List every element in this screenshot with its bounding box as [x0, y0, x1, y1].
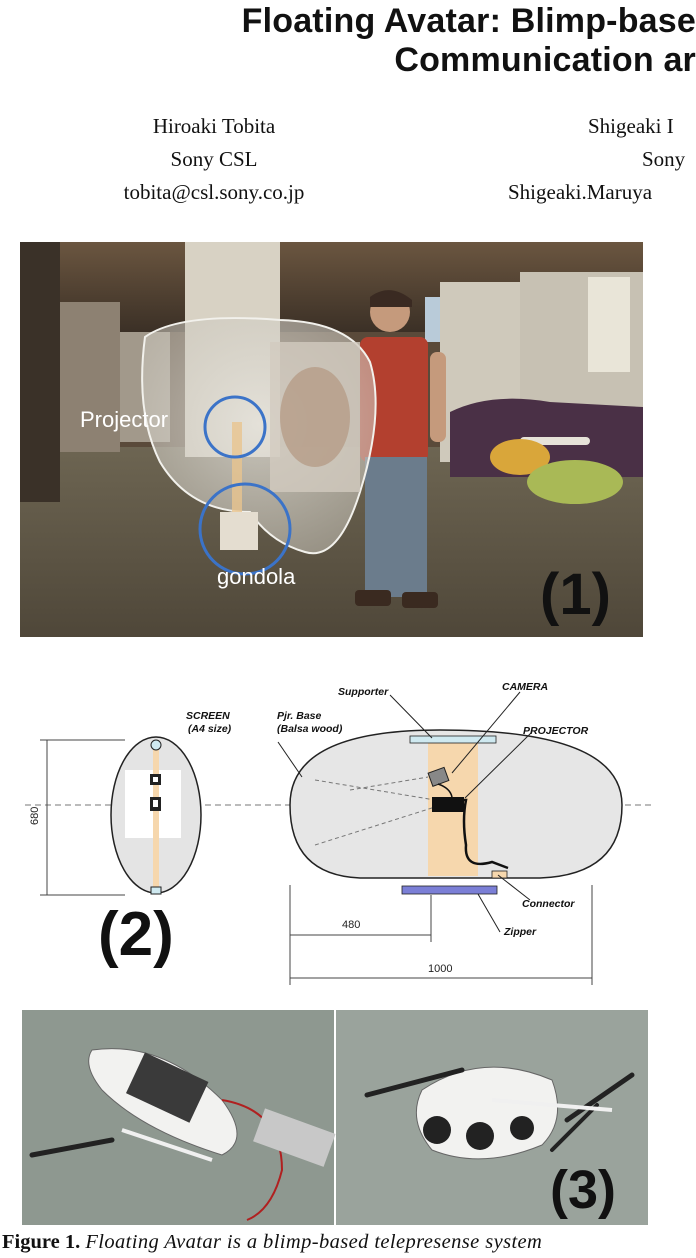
gondola-label: gondola [217, 564, 296, 589]
author-name: Shigeaki I [588, 114, 674, 138]
caption-label: Figure 1. [2, 1231, 81, 1253]
lobby-photo-illustration: Projector gondola (1) [20, 242, 643, 637]
screen-label: SCREEN [186, 710, 230, 722]
author-email: tobita@csl.sony.co.jp [123, 180, 305, 204]
balsa-wood-label: (Balsa wood) [277, 723, 343, 735]
figure-panel-3-photo: (3) [22, 1010, 648, 1225]
projector-label: PROJECTOR [523, 725, 589, 737]
author-affiliation: Sony [642, 147, 686, 171]
figure-panel-2-diagram: 680 (2) Supporter CAMERA SCREEN (A4 size… [20, 670, 660, 1000]
projector-label: Projector [80, 407, 168, 432]
pjr-base-label: Pjr. Base [277, 710, 322, 722]
paper-title-line-2: Communication ar [394, 41, 696, 79]
person [355, 290, 446, 608]
author-email: Shigeaki.Maruya [508, 180, 653, 204]
camera-label: CAMERA [502, 681, 548, 693]
half-width-dimension: 480 [342, 919, 360, 931]
screen-size-label: (A4 size) [188, 723, 232, 735]
height-dimension: 680 [29, 807, 41, 825]
blimp-schematic: 680 (2) Supporter CAMERA SCREEN (A4 size… [25, 681, 655, 985]
zipper-label: Zipper [503, 926, 537, 938]
caption-text: Floating Avatar is a blimp-based telepre… [85, 1231, 543, 1253]
author-name: Hiroaki Tobita [152, 114, 276, 138]
author-affiliation: Sony CSL [170, 147, 258, 171]
paper-title-line-1: Floating Avatar: Blimp-base [241, 2, 696, 40]
panel-2-number: (2) [98, 900, 174, 969]
connector-label: Connector [522, 898, 575, 910]
gondola-photo-illustration: (3) [22, 1010, 648, 1225]
width-dimension: 1000 [428, 963, 452, 975]
author-block-1: Hiroaki Tobita Sony CSL tobita@csl.sony.… [80, 110, 348, 209]
figure-caption: Figure 1. Floating Avatar is a blimp-bas… [2, 1231, 542, 1254]
panel-3-number: (3) [550, 1160, 616, 1220]
author-block-2: Shigeaki I Sony Shigeaki.Maruya [500, 110, 696, 209]
figure-panel-1-photo: Projector gondola (1) [20, 242, 643, 637]
supporter-label: Supporter [338, 686, 389, 698]
panel-1-number: (1) [540, 562, 611, 627]
